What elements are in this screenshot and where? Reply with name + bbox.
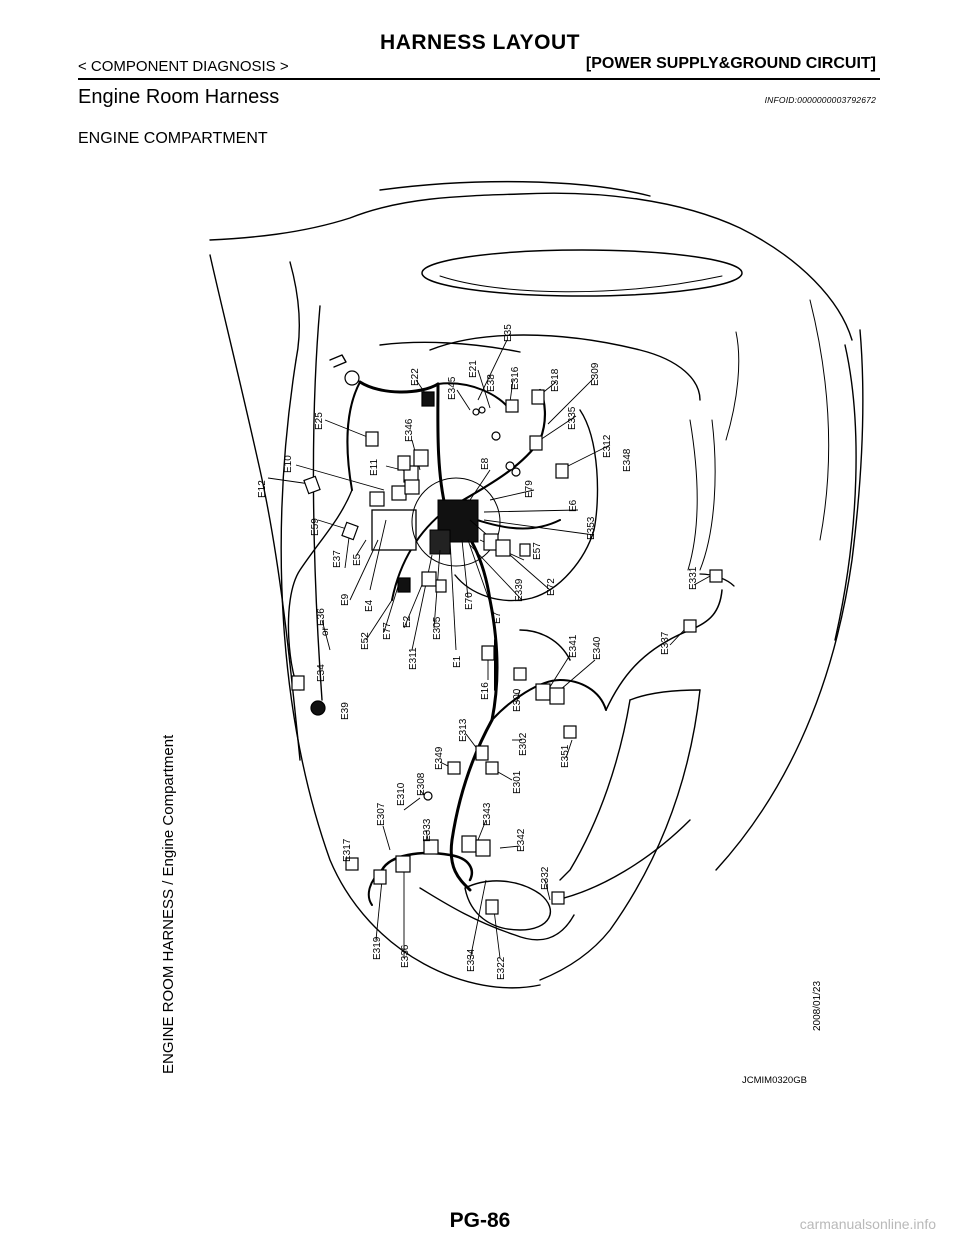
connector-label-e57: E57: [532, 542, 543, 560]
connector-label-e11: E11: [369, 459, 380, 476]
connector-label-e322: E322: [496, 956, 507, 980]
connector-label-e300: E300: [512, 688, 523, 712]
connector-label-e302: E302: [518, 732, 529, 756]
leader-lines: [267, 339, 713, 961]
connector-label-e335: E335: [567, 406, 578, 430]
connector-label-e72: E72: [546, 578, 557, 596]
section-tag: [POWER SUPPLY&GROUND CIRCUIT]: [585, 55, 876, 72]
connector-label-e346: E346: [404, 418, 415, 442]
page-number: PG-86: [449, 1209, 511, 1232]
central-junction: [371, 477, 501, 567]
connector-label-e1: E1: [452, 655, 463, 668]
connector-label-e4: E4: [364, 599, 375, 612]
connector-label-e343: E343: [482, 802, 493, 826]
subheading: ENGINE COMPARTMENT: [78, 130, 268, 147]
breadcrumb: < COMPONENT DIAGNOSIS >: [78, 58, 289, 75]
connector-label-e52: E52: [360, 632, 371, 650]
connector-label-e6: E6: [568, 499, 579, 512]
figure-code: JCMIM0320GB: [742, 1075, 807, 1086]
connector-label-e331: E331: [688, 566, 699, 590]
connector-label-e39: E39: [340, 702, 351, 720]
figure-side-label: ENGINE ROOM HARNESS / Engine Compartment: [160, 734, 177, 1074]
connector-label-e319: E319: [372, 936, 383, 960]
connector-label-e79: E79: [524, 480, 535, 498]
connector-label-e2: E2: [402, 615, 413, 628]
section-title: Engine Room Harness: [78, 86, 280, 108]
connector-label-e345: E345: [447, 376, 458, 400]
connector-label-e9: E9: [340, 593, 351, 606]
connector-label-e313: E313: [458, 718, 469, 742]
connector-label-e316: E316: [510, 366, 521, 390]
connector-label-e332: E332: [540, 866, 551, 890]
connector-label-e341: E341: [568, 634, 579, 658]
connector-label-e334: E334: [466, 948, 477, 972]
connector-label-e337: E337: [660, 631, 671, 655]
page-header-title: HARNESS LAYOUT: [380, 31, 580, 54]
connector-label-e305: E305: [432, 616, 443, 640]
connector-label-e317: E317: [342, 838, 353, 862]
connector-label-e38: E38: [486, 374, 497, 392]
connector-label-e35: E35: [503, 324, 514, 342]
info-id: INFOID:0000000003792672: [764, 95, 876, 105]
connector-label-e12: E12: [257, 480, 268, 498]
connector-label-e318: E318: [550, 368, 561, 392]
connector-label-e348: E348: [622, 448, 633, 472]
connector-label-e342: E342: [516, 828, 527, 852]
connector-label-e10: E10: [283, 455, 294, 473]
connector-label-e309: E309: [590, 362, 601, 386]
connector-label-e16: E16: [480, 682, 491, 700]
vehicle-outline: [209, 180, 864, 989]
connector-label-e21: E21: [468, 360, 479, 378]
connector-label-e8: E8: [480, 457, 491, 470]
connector-label-e307: E307: [376, 802, 387, 826]
connector-label-e333: E333: [422, 818, 433, 842]
connector-label-e311: E311: [408, 647, 419, 670]
watermark: carmanualsonline.info: [799, 1216, 936, 1232]
header-divider: [78, 78, 880, 80]
connector-label-e339: E339: [514, 578, 525, 602]
connector-label-e349: E349: [434, 746, 445, 770]
connector-label-e77: E77: [382, 622, 393, 640]
connector-label-e312: E312: [602, 434, 613, 458]
connector-label-e340: E340: [592, 636, 603, 660]
connector-label-e353: E353: [586, 516, 597, 540]
connector-label-e34: E34: [316, 664, 327, 682]
connector-label-e336: E336: [400, 944, 411, 968]
connector-label-e301: E301: [512, 770, 523, 794]
connector-symbols: [291, 370, 723, 915]
connector-label-e351: E351: [560, 744, 571, 768]
connector-label-e70: E70: [464, 592, 475, 610]
harness-main-bundle: [287, 354, 735, 906]
connector-label-e5: E5: [352, 553, 363, 566]
connector-label-e7: E7: [492, 611, 503, 624]
connector-label-e308: E308: [416, 772, 427, 796]
connector-label-e36: E36: [316, 608, 327, 626]
connector-label-e25: E25: [314, 412, 325, 430]
connector-label-e310: E310: [396, 782, 407, 806]
connector-label-e59: E59: [310, 518, 321, 536]
figure-date: 2008/01/23: [812, 980, 823, 1031]
connector-label-e37: E37: [332, 550, 343, 568]
or-label: or: [320, 626, 331, 636]
connector-label-e22: E22: [410, 368, 421, 386]
